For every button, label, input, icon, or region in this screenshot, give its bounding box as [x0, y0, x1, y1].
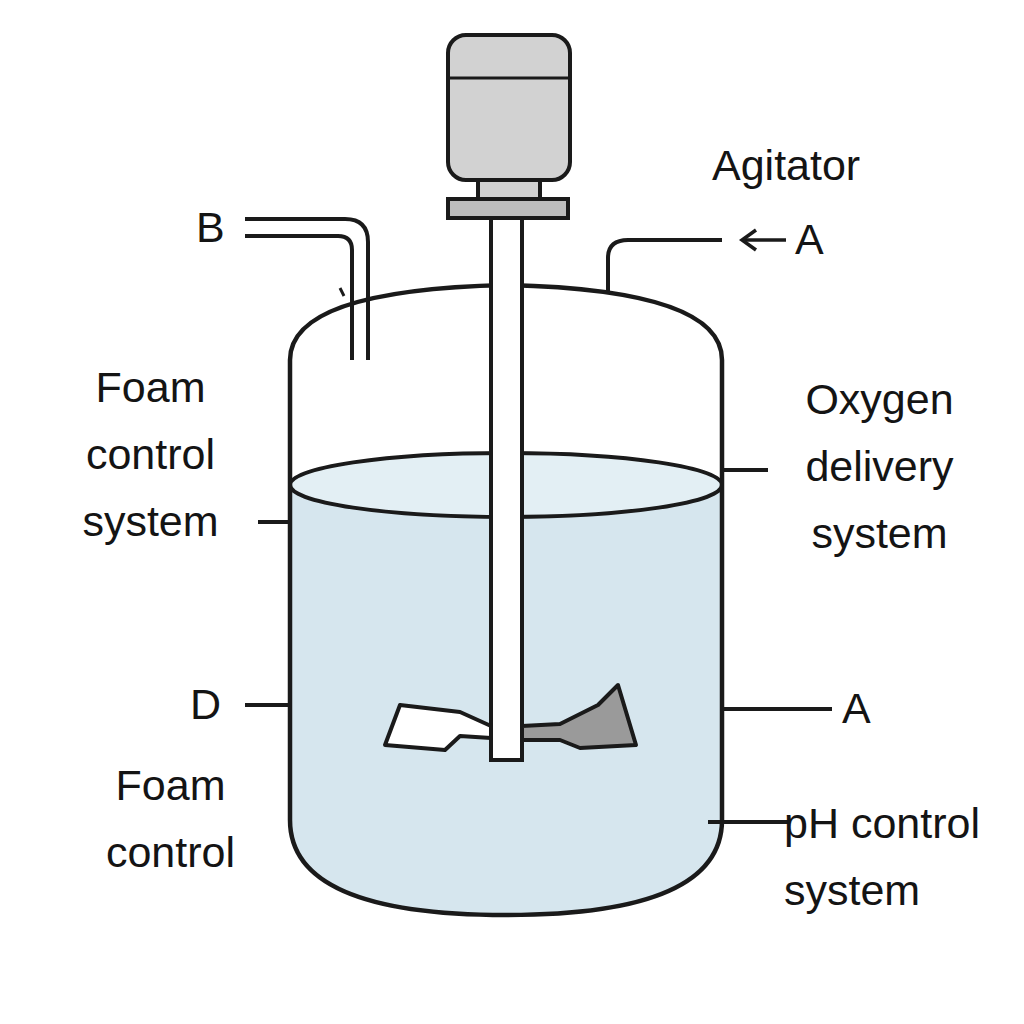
inlet-pipe	[245, 236, 352, 360]
leader-line	[708, 820, 790, 824]
inlet-pipe	[245, 219, 368, 360]
callout-letter: A	[842, 675, 902, 742]
pipe-tick	[340, 288, 344, 296]
pointer-arrow	[745, 238, 786, 242]
part-label: Agitator	[712, 132, 952, 199]
callout-letter: B	[196, 194, 256, 261]
impeller-blade	[385, 705, 491, 750]
part-label: Oxygen delivery system	[772, 366, 987, 567]
outlet-pipe	[608, 240, 722, 292]
pointer-arrowhead	[742, 230, 756, 250]
leader-line	[722, 468, 768, 472]
motor-flange	[448, 199, 568, 218]
agitator-motor	[448, 35, 570, 180]
leader-line	[258, 520, 290, 524]
part-label: Foam control system	[48, 354, 253, 555]
callout-letter: A	[795, 206, 855, 273]
part-label: pH control system	[784, 790, 984, 924]
part-label: Foam control	[78, 752, 263, 886]
impeller-blade	[522, 685, 636, 748]
leader-line	[245, 703, 290, 707]
agitator-shaft	[491, 218, 522, 760]
motor-seam	[448, 77, 570, 80]
callout-letter: D	[190, 671, 250, 738]
leader-line	[722, 707, 832, 711]
